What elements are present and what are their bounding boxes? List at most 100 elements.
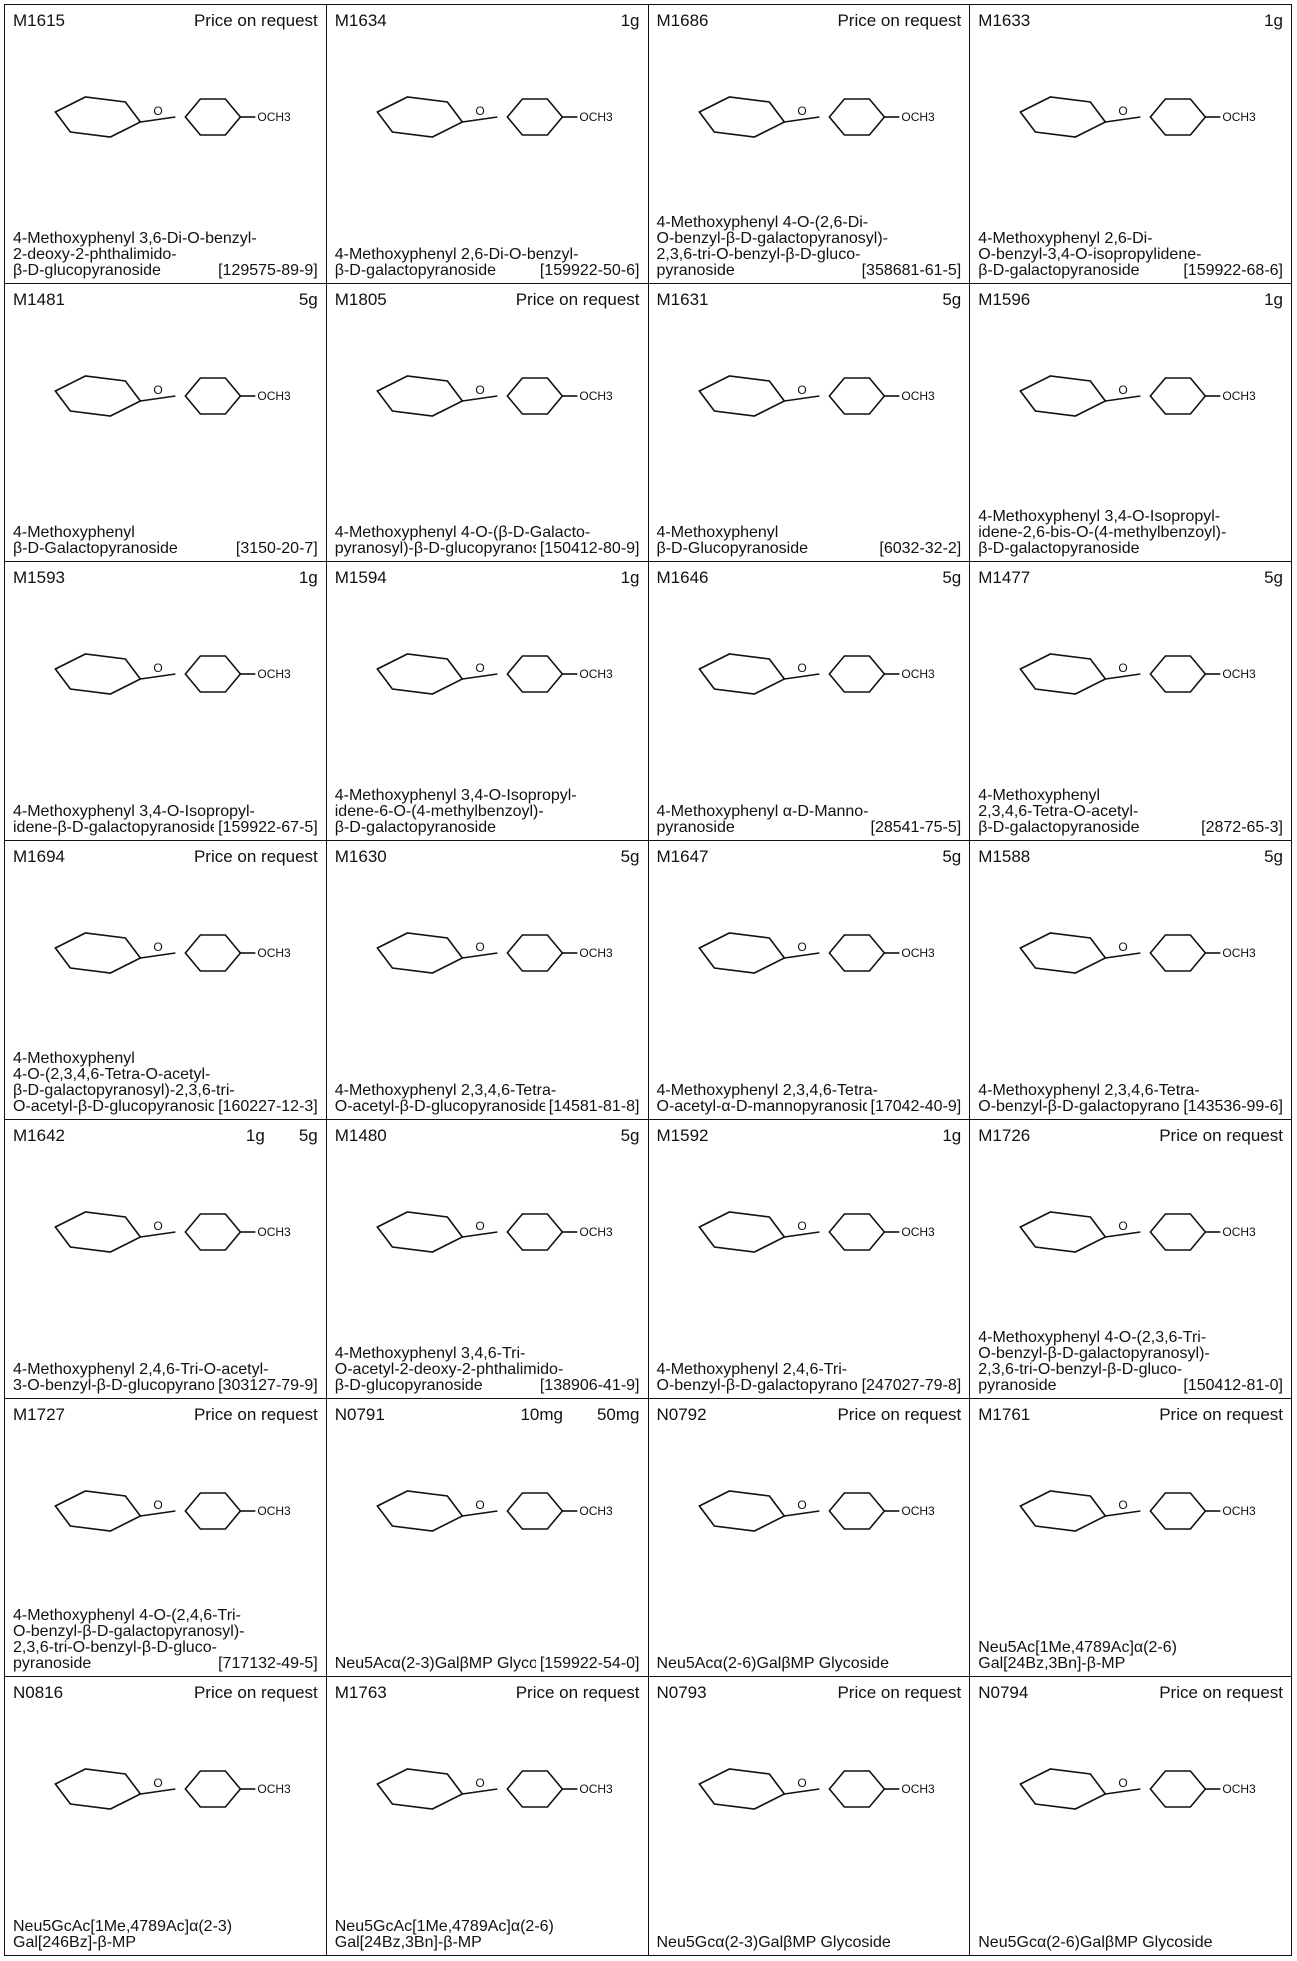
cas-number: [17042-40-9] (866, 1098, 962, 1115)
methoxy-label: OCH3 (257, 1225, 291, 1239)
cas-number: [3150-20-7] (231, 541, 318, 558)
structure-svg: O OCH3 (697, 653, 935, 696)
product-code: M1694 (13, 847, 65, 867)
ether-oxygen-label: O (475, 1776, 484, 1790)
methoxy-label: OCH3 (901, 667, 935, 681)
price-group: Price on request (1159, 1405, 1283, 1425)
methoxy-label: OCH3 (579, 667, 613, 681)
compound-name: 4-Methoxyphenyl 2,4,6-Tri-O-acetyl- 3-O-… (13, 1360, 269, 1394)
ether-oxygen-label: O (797, 1776, 806, 1790)
ether-oxygen-label: O (153, 1498, 162, 1512)
sugar-ring (54, 1211, 142, 1253)
price-label: 5g (1264, 568, 1283, 588)
ether-oxygen-label: O (153, 1776, 162, 1790)
compound-name: Neu5Gcα(2-3)GalβMP Glycoside (656, 1934, 891, 1951)
phenyl-ring (1149, 655, 1207, 694)
product-code: M1646 (656, 568, 709, 588)
sugar-ring (1019, 932, 1107, 974)
ether-oxygen-label: O (797, 1219, 806, 1233)
price-label: 1g (942, 1125, 962, 1145)
glycosidic-bond (140, 673, 176, 681)
price-group: 5g (299, 290, 318, 310)
glycosidic-bond (1105, 952, 1141, 959)
compound-name: Neu5Ac[1Me,4789Ac]α(2-6) Gal[24Bz,3Bn]-β… (978, 1639, 1177, 1673)
compound-name: 4-Methoxyphenyl 2,6-Di- O-benzyl-3,4-O-i… (978, 229, 1202, 279)
price-label: Price on request (193, 1683, 318, 1703)
product-code: N0793 (656, 1683, 707, 1703)
price-label: Price on request (1159, 1404, 1283, 1424)
ether-oxygen-label: O (797, 940, 806, 954)
glycosidic-bond (783, 1509, 819, 1517)
product-code: M1634 (334, 11, 387, 30)
price-label: 5g (620, 847, 640, 867)
ether-oxygen-label: O (475, 940, 484, 954)
product-code: N0791 (334, 1404, 385, 1424)
cas-number: [2872-65-3] (1197, 820, 1283, 837)
sugar-ring (1019, 96, 1107, 138)
price-group: 5g (942, 290, 961, 310)
product-code: M1480 (334, 1125, 387, 1145)
ether-oxygen-label: O (1119, 104, 1128, 118)
glycosidic-bond (1105, 116, 1141, 123)
compound-name: 4-Methoxyphenyl 4-O-(2,6-Di- O-benzyl-β-… (656, 213, 889, 279)
sugar-ring (697, 1489, 786, 1532)
sugar-ring (375, 1489, 464, 1532)
compound-name: Neu5Gcα(2-6)GalβMP Glycoside (978, 1934, 1213, 1951)
product-code: M1763 (334, 1683, 387, 1703)
price-label: Price on request (1159, 1125, 1283, 1145)
price-group: Price on request (837, 11, 961, 31)
compound-name: 4-Methoxyphenyl β-D-Galactopyranoside (13, 524, 178, 558)
phenyl-ring (827, 98, 885, 136)
glycosidic-bond (462, 394, 498, 402)
ether-oxygen-label: O (153, 661, 162, 675)
compound-name: 4-Methoxyphenyl 2,3,4,6-Tetra- O-benzyl-… (978, 1081, 1209, 1115)
sugar-ring (697, 653, 786, 696)
price-group: 5g (621, 847, 640, 867)
phenyl-ring (827, 1770, 885, 1809)
ether-oxygen-label: O (1119, 940, 1128, 954)
structure-svg: O OCH3 (375, 653, 613, 696)
price-label: 50mg (596, 1404, 640, 1424)
methoxy-label: OCH3 (901, 1225, 935, 1239)
ether-oxygen-label: O (153, 940, 162, 954)
product-code: M1481 (13, 289, 65, 309)
glycosidic-bond (783, 1231, 819, 1238)
ether-oxygen-label: O (475, 661, 484, 675)
glycosidic-bond (140, 1788, 176, 1796)
price-label: 1g (298, 568, 318, 588)
phenyl-ring (506, 934, 564, 972)
product-code: M1594 (334, 568, 387, 588)
price-group: 1g (1264, 11, 1283, 31)
price-label: 1g (620, 568, 640, 588)
methoxy-label: OCH3 (901, 1782, 935, 1796)
price-group: 5g (1264, 568, 1283, 588)
ether-oxygen-label: O (797, 661, 806, 675)
methoxy-label: OCH3 (1223, 1504, 1257, 1518)
glycosidic-bond (1105, 1231, 1141, 1238)
phenyl-ring (184, 1770, 242, 1809)
structure-diagram: O OCH3 (657, 1709, 962, 1859)
structure-svg: O OCH3 (697, 1211, 935, 1253)
price-label: Price on request (193, 1404, 318, 1424)
methoxy-label: OCH3 (1223, 1782, 1257, 1796)
